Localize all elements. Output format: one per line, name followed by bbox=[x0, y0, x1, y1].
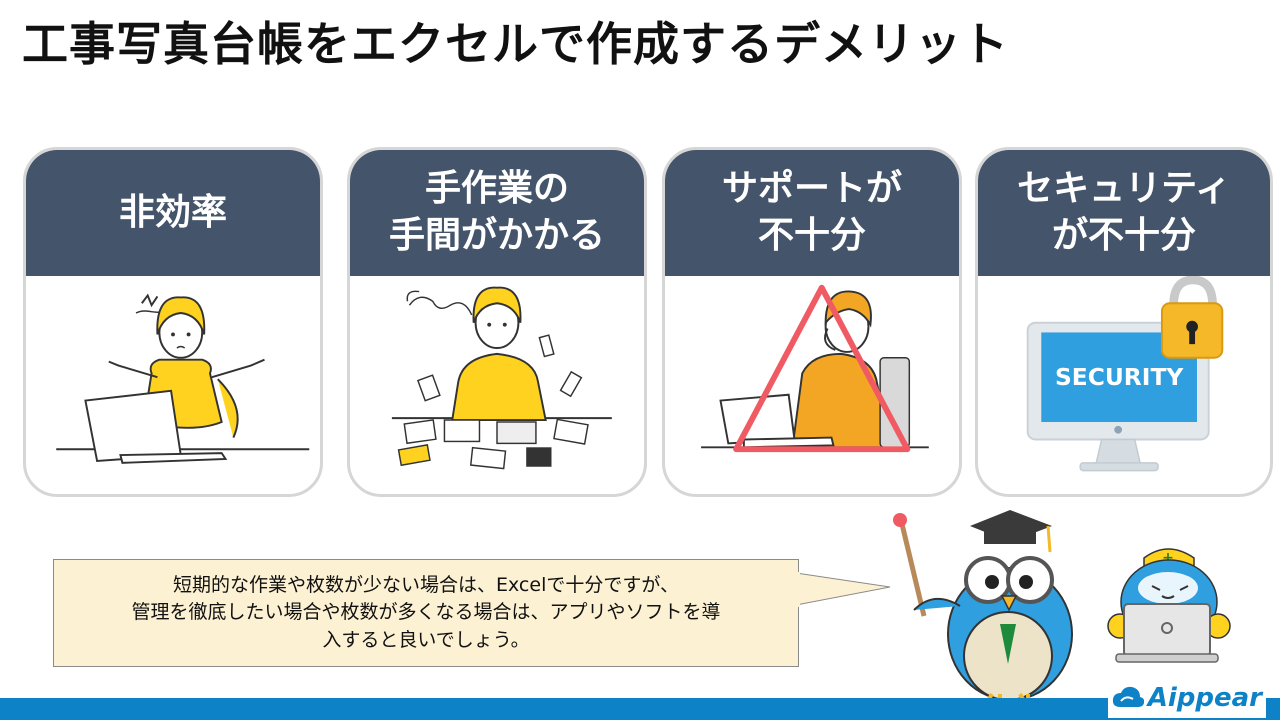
callout-tail bbox=[796, 572, 891, 607]
footer-bar bbox=[0, 698, 1280, 720]
callout-box: 短期的な作業や枚数が少ない場合は、Excelで十分ですが、 管理を徹底したい場合… bbox=[53, 559, 799, 667]
brand-name: Aippear bbox=[1147, 683, 1262, 713]
support-operator-illustration bbox=[665, 276, 959, 494]
callout-line-2: 管理を徹底したい場合や枚数が多くなる場合は、アプリやソフトを導 bbox=[131, 601, 721, 624]
owl-laptop-mascot: + bbox=[1107, 548, 1231, 663]
page-title: 工事写真台帳をエクセルで作成するデメリット bbox=[22, 17, 1009, 71]
woman-with-papers-illustration bbox=[350, 276, 644, 494]
card-inefficient: 非効率 bbox=[23, 147, 323, 497]
card-support: サポートが 不十分 bbox=[662, 147, 962, 497]
card-manual-work: 手作業の 手間がかかる bbox=[347, 147, 647, 497]
card-security: セキュリティ が不十分 SECURITY bbox=[975, 147, 1273, 497]
callout-line-1: 短期的な作業や枚数が少ない場合は、Excelで十分ですが、 bbox=[173, 573, 679, 596]
card-header: 手作業の 手間がかかる bbox=[350, 150, 644, 276]
card-header: セキュリティ が不十分 bbox=[978, 150, 1270, 276]
svg-text:+: + bbox=[1162, 550, 1174, 566]
security-screen-text: SECURITY bbox=[1055, 363, 1184, 391]
card-header: サポートが 不十分 bbox=[665, 150, 959, 276]
cloud-logo-icon bbox=[1112, 686, 1144, 707]
confused-woman-illustration bbox=[26, 276, 320, 494]
security-monitor-illustration: SECURITY bbox=[978, 276, 1270, 494]
card-header: 非効率 bbox=[26, 150, 320, 276]
callout-line-3: 入すると良いでしょう。 bbox=[322, 628, 530, 651]
brand-logo: Aippear bbox=[1107, 678, 1266, 718]
owl-teacher-mascot bbox=[893, 510, 1073, 706]
